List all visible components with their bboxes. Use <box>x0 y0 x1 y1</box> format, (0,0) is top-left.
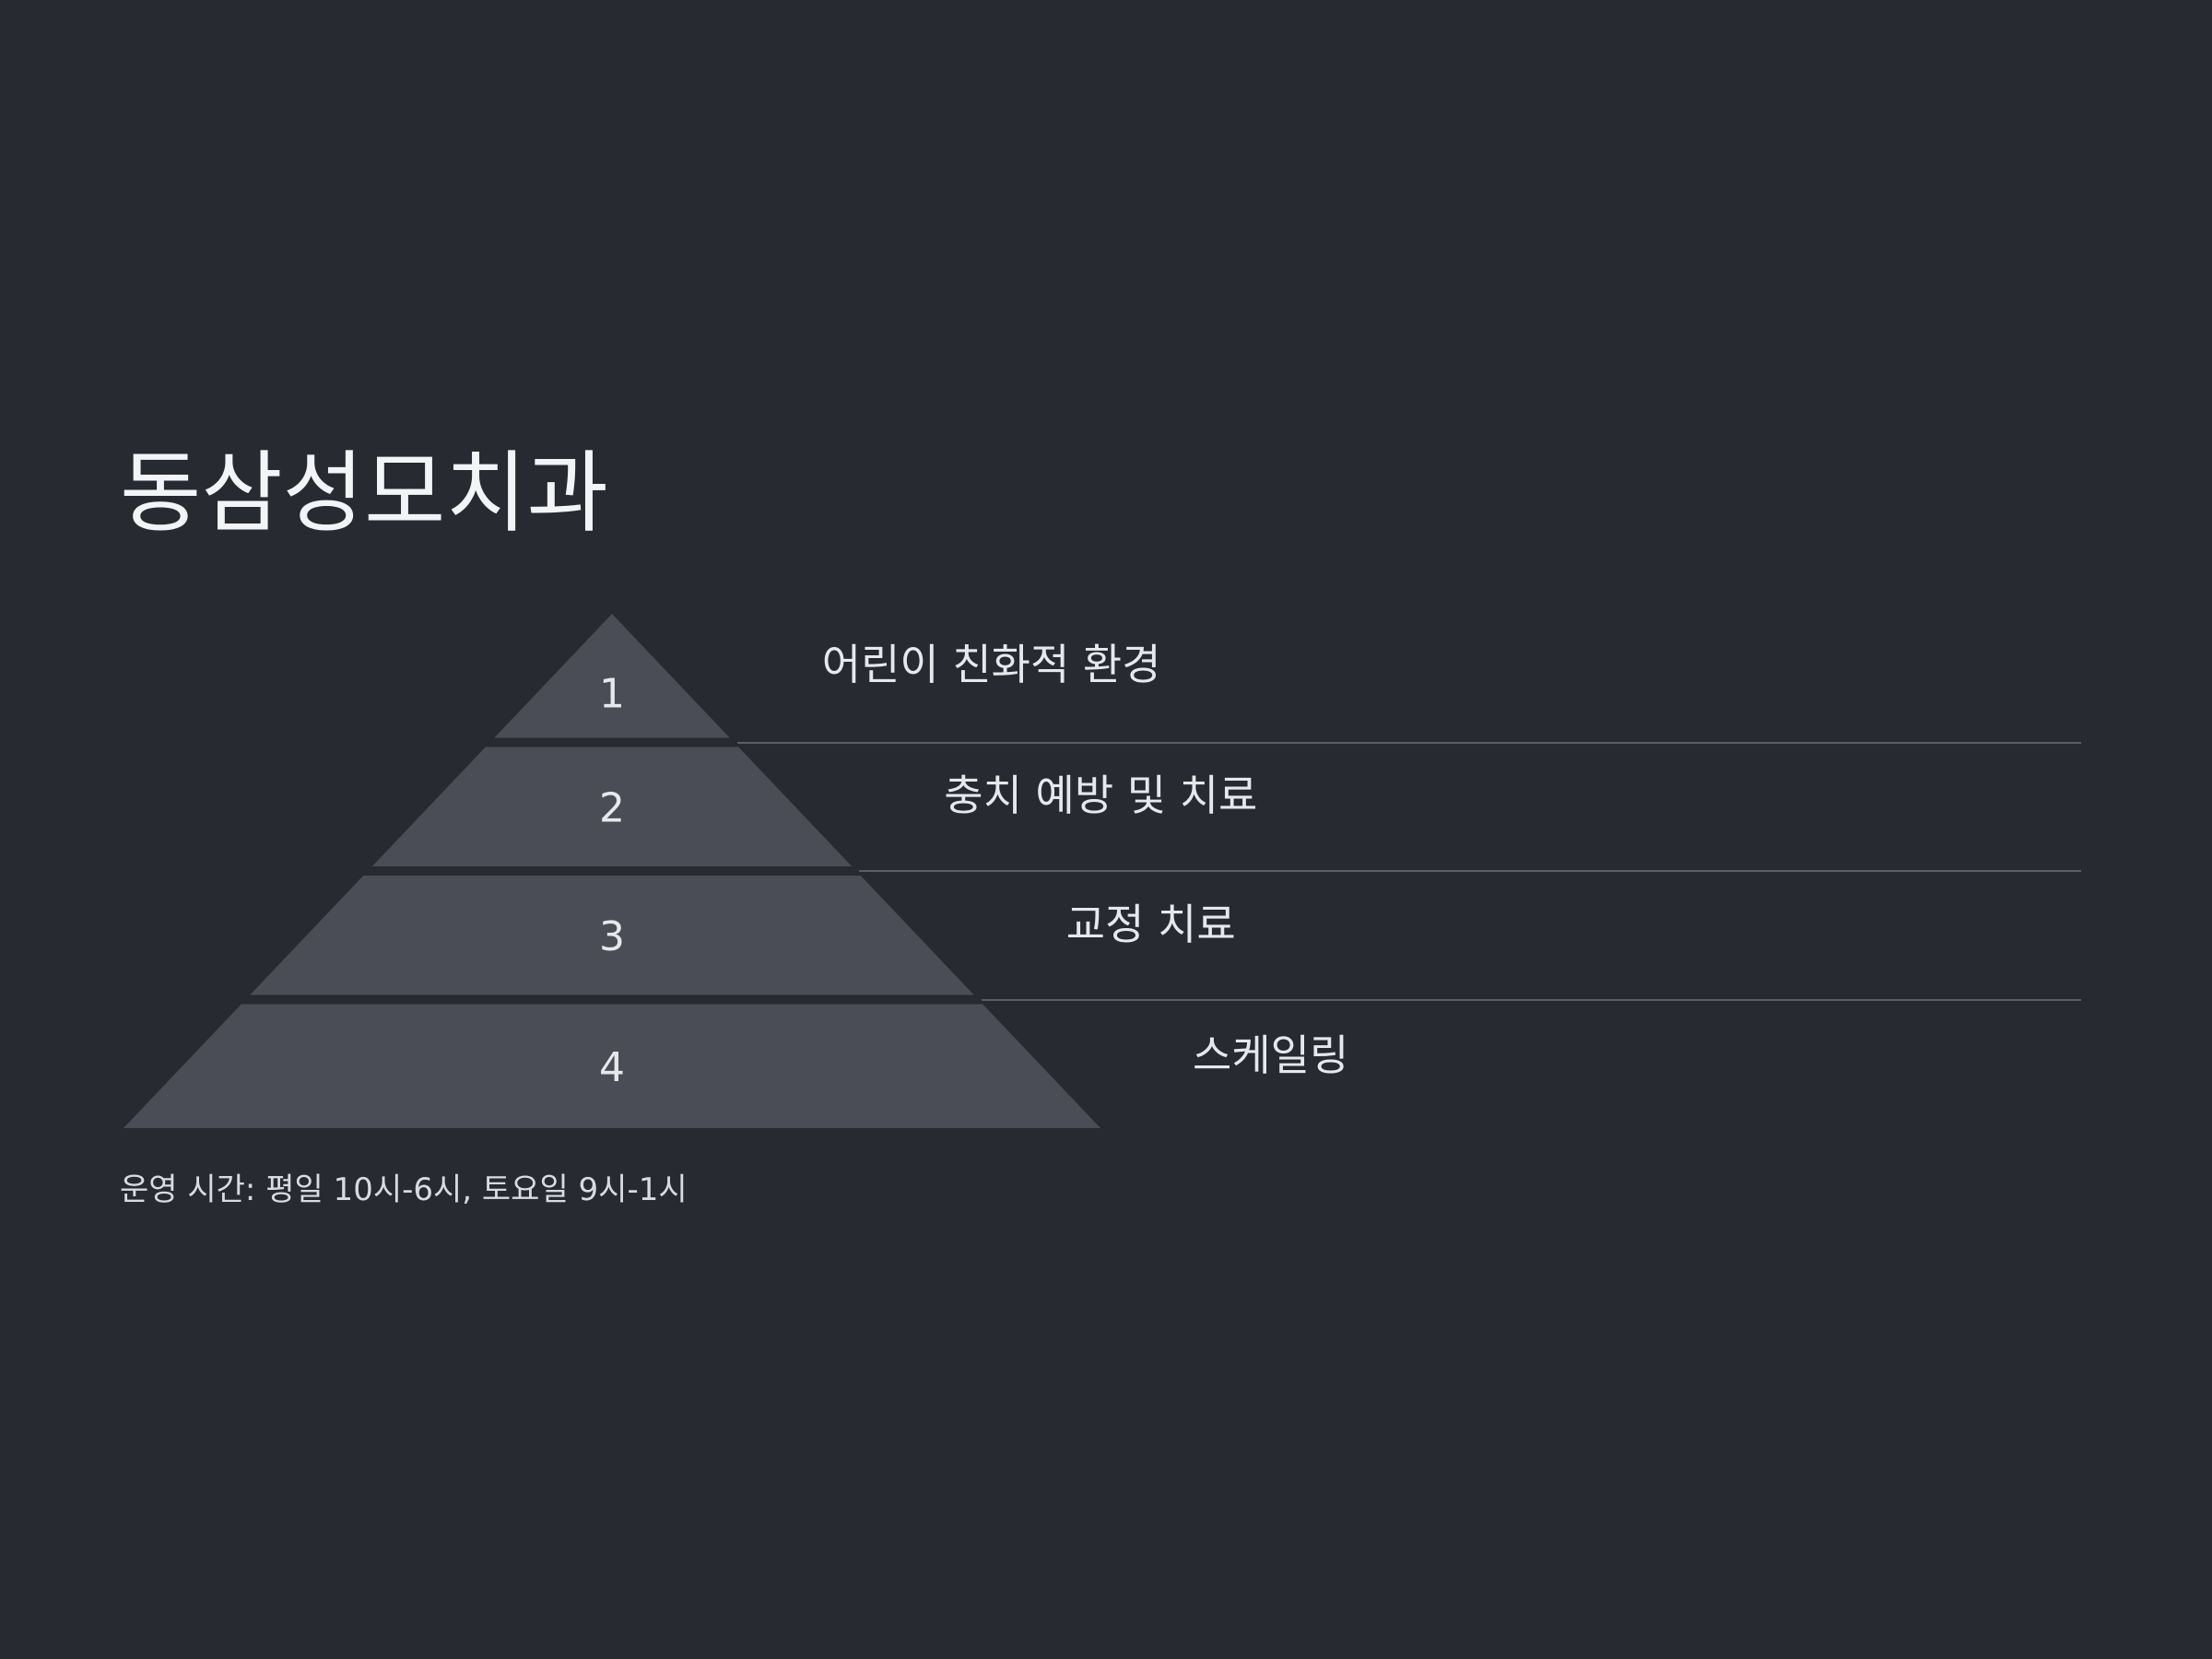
tier-separator-2 <box>859 870 2081 872</box>
tier-label-2: 충치 예방 및 치료 <box>944 771 1258 821</box>
page-title: 동삼성모치과 <box>120 441 608 545</box>
pyramid-diagram: 1 2 3 4 <box>124 614 1100 1128</box>
tier-separator-1 <box>736 741 2081 744</box>
tier-label-1: 어린이 친화적 환경 <box>821 640 1161 690</box>
tier-separator-3 <box>981 998 2081 1001</box>
tier-label-4: 스케일링 <box>1193 1030 1349 1080</box>
operating-hours: 운영 시간: 평일 10시-6시, 토요일 9시-1시 <box>120 1171 688 1208</box>
tier-number-4: 4 <box>599 1044 625 1091</box>
pyramid-tier-3 <box>250 876 974 995</box>
tier-number-2: 2 <box>599 784 625 831</box>
pyramid-tier-4 <box>124 1004 1100 1128</box>
tier-number-1: 1 <box>599 670 625 717</box>
pyramid-tier-1 <box>494 614 730 738</box>
pyramid-tier-2 <box>371 747 853 866</box>
tier-label-3: 교정 치료 <box>1065 899 1236 949</box>
tier-number-3: 3 <box>599 913 625 960</box>
